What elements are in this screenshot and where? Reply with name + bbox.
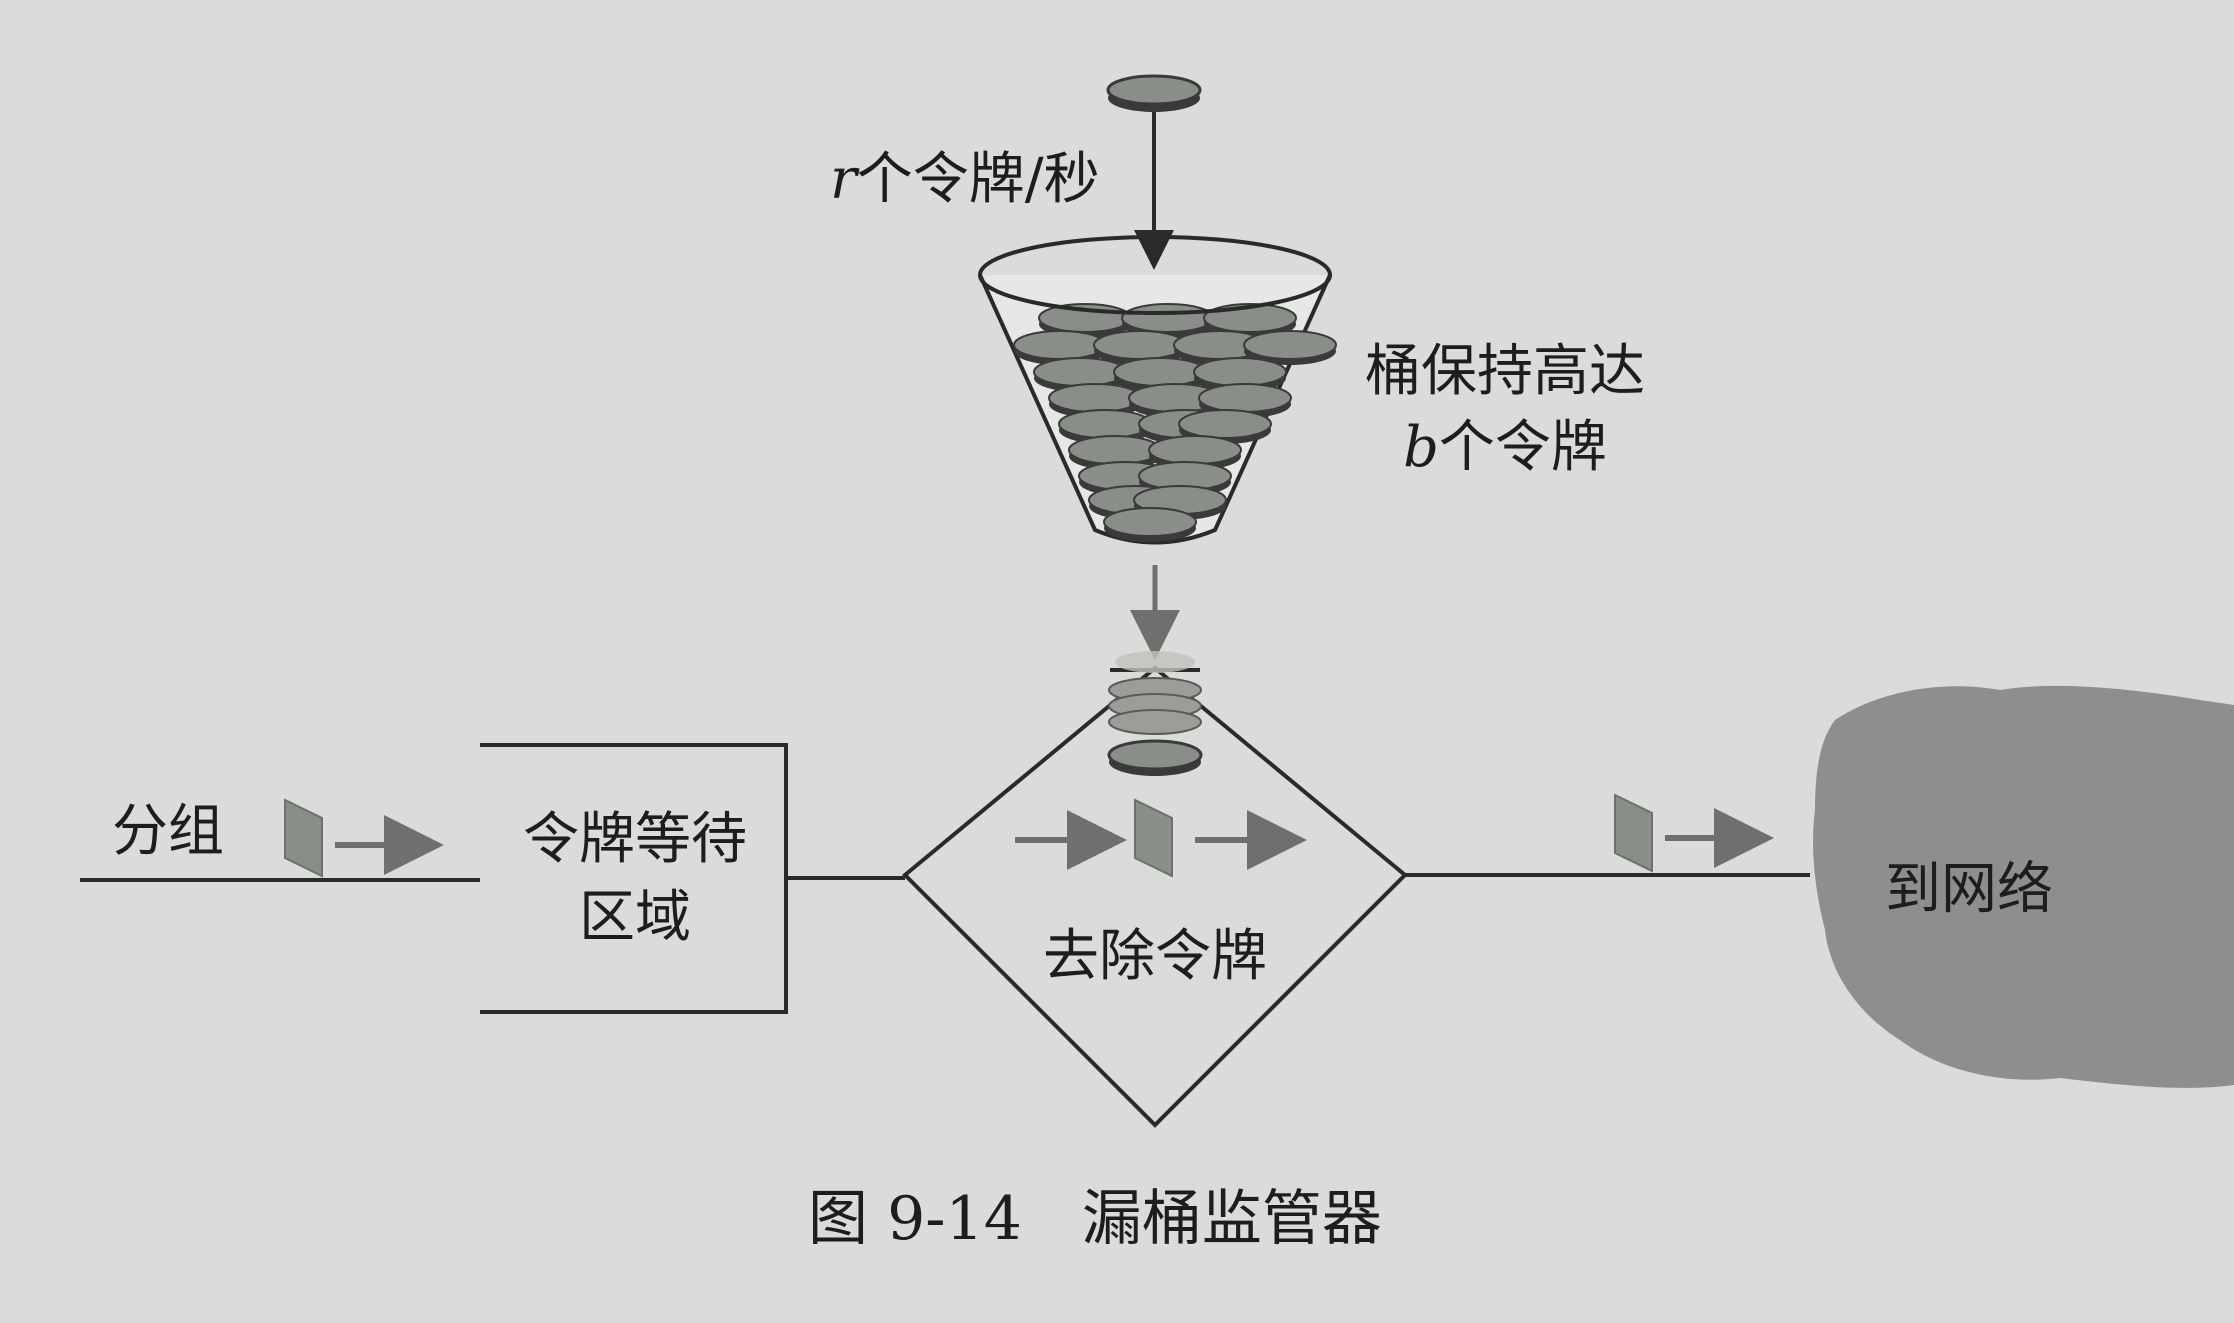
packet-icon bbox=[1134, 798, 1173, 878]
token-icon bbox=[1148, 435, 1242, 465]
rate-text: 个令牌/秒 bbox=[856, 147, 1100, 212]
wait-line1: 令牌等待 bbox=[523, 807, 747, 872]
token-icon bbox=[1048, 383, 1142, 413]
removed-tokens-stack bbox=[1107, 651, 1203, 776]
remove-token-diamond bbox=[902, 665, 1408, 1128]
token-wait-area-box bbox=[480, 743, 788, 1014]
caption-number: 图 9-14 bbox=[808, 1184, 1022, 1254]
token-icon bbox=[1178, 409, 1272, 439]
token-icon bbox=[1013, 330, 1107, 360]
token-icon bbox=[1058, 409, 1152, 439]
bucket-capacity-label: 桶保持高达 b个令牌 bbox=[1335, 339, 1675, 481]
token-wait-area-label: 令牌等待 区域 bbox=[490, 807, 780, 951]
network-label: 到网络 bbox=[1885, 857, 2053, 922]
token-icon bbox=[1113, 357, 1207, 387]
packets-label: 分组 bbox=[112, 799, 224, 864]
bucket-variable: b bbox=[1403, 415, 1439, 481]
caption-title: 漏桶监管器 bbox=[1081, 1184, 1382, 1254]
token-icon bbox=[1243, 330, 1337, 360]
token-rate-label: r个令牌/秒 bbox=[830, 147, 1100, 212]
packet-icon bbox=[284, 798, 323, 878]
bucket-tokens bbox=[1013, 303, 1337, 542]
bucket-capacity-line2: b个令牌 bbox=[1403, 415, 1607, 481]
token-icon bbox=[1103, 507, 1197, 537]
incoming-token-icon bbox=[1106, 74, 1202, 112]
packet-icon bbox=[1614, 793, 1653, 873]
token-icon bbox=[1033, 357, 1127, 387]
token-icon bbox=[1093, 330, 1187, 360]
token-icon bbox=[1068, 435, 1162, 465]
bucket-capacity-line1: 桶保持高达 bbox=[1365, 339, 1645, 404]
figure-caption: 图 9-14 漏桶监管器 bbox=[808, 1185, 1382, 1254]
token-icon bbox=[1198, 383, 1292, 413]
rate-variable: r bbox=[830, 147, 857, 212]
network-cloud-icon bbox=[1813, 685, 2234, 1088]
token-icon bbox=[1121, 303, 1215, 333]
bucket-icon bbox=[978, 235, 1337, 545]
remove-tokens-label: 去除令牌 bbox=[1043, 924, 1267, 989]
token-icon bbox=[1193, 357, 1287, 387]
wait-line2: 区域 bbox=[579, 885, 691, 951]
